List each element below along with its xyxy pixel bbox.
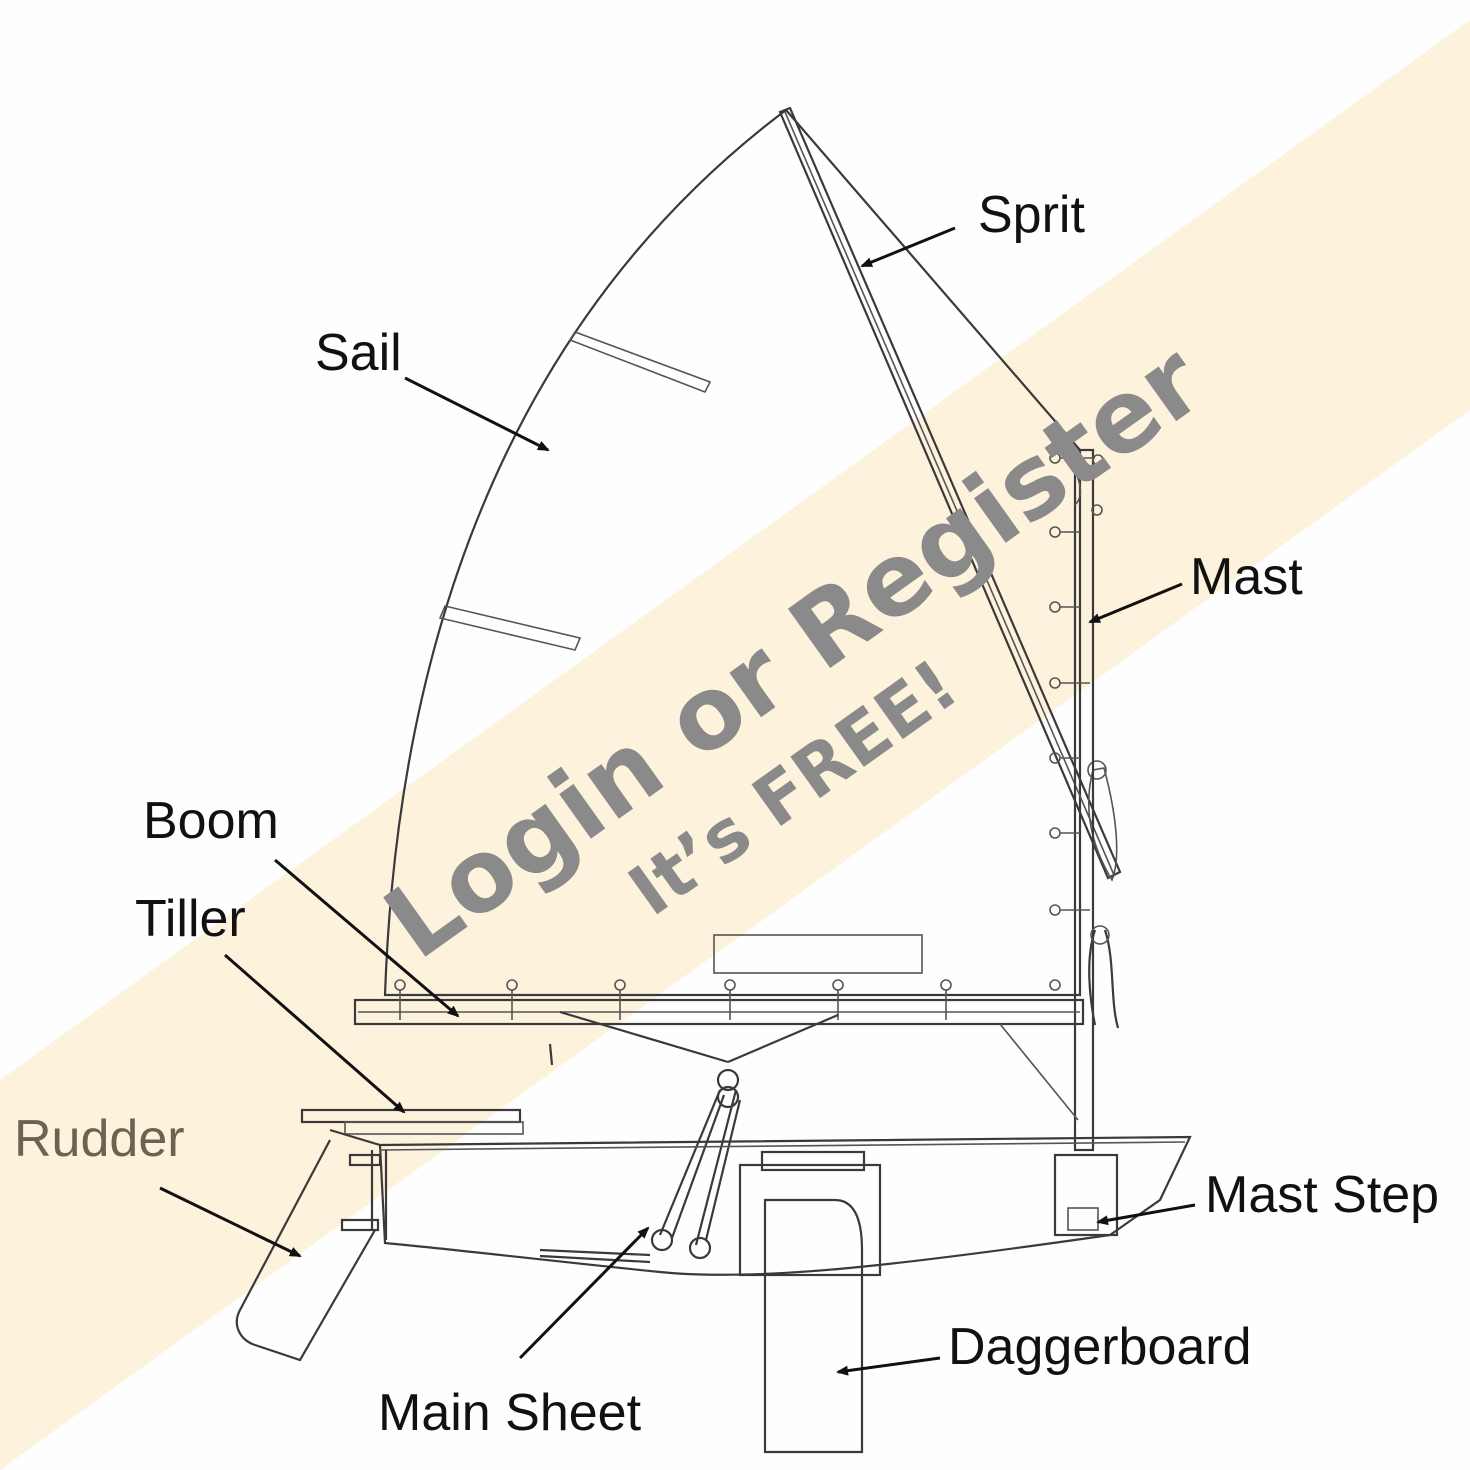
- main-sheet-arrow: [518, 1226, 650, 1360]
- label-mast: Mast: [1190, 548, 1303, 606]
- label-tiller: Tiller: [135, 890, 246, 948]
- batten-lower: [438, 605, 582, 651]
- main-sheet-rig: [539, 1010, 839, 1264]
- daggerboard-blade: [763, 1198, 864, 1454]
- label-mast-step: Mast Step: [1205, 1166, 1439, 1224]
- rudder-arrow: [159, 1186, 302, 1258]
- hull-outline: [378, 1135, 1192, 1276]
- label-sprit: Sprit: [978, 186, 1085, 244]
- mast-step-arrow: [1096, 1203, 1196, 1226]
- label-sail: Sail: [315, 324, 402, 382]
- boom-spar: [353, 998, 1085, 1026]
- rudder-assembly: [235, 1128, 388, 1362]
- batten-upper: [568, 331, 712, 394]
- tiller-arrow: [224, 953, 406, 1114]
- label-boom: Boom: [143, 792, 279, 850]
- daggerboard-trunk: [738, 1163, 882, 1277]
- label-main-sheet: Main Sheet: [378, 1384, 642, 1442]
- sail-window: [713, 934, 923, 974]
- sprit-spar: [778, 106, 1122, 880]
- sail-outline: [383, 108, 1082, 997]
- mast-rings: [1049, 452, 1104, 991]
- sprit-arrow: [860, 226, 956, 268]
- label-rudder: Rudder: [14, 1110, 185, 1168]
- sail-arrow: [404, 376, 550, 452]
- boom-rings: [394, 979, 952, 1020]
- label-daggerboard: Daggerboard: [948, 1318, 1252, 1376]
- boom-arrow: [274, 858, 460, 1018]
- mast-arrow: [1088, 582, 1183, 624]
- mast-step-block: [1053, 1153, 1119, 1237]
- mast-spar: [1073, 448, 1095, 1152]
- daggerboard-arrow: [836, 1356, 941, 1376]
- watermark-band: [0, 20, 1470, 1470]
